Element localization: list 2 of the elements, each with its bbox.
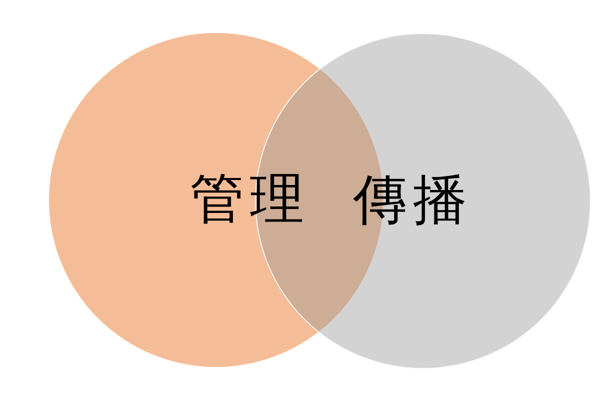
circle-label: 管理 <box>190 172 310 226</box>
circle-label: 傳播 <box>353 173 473 227</box>
